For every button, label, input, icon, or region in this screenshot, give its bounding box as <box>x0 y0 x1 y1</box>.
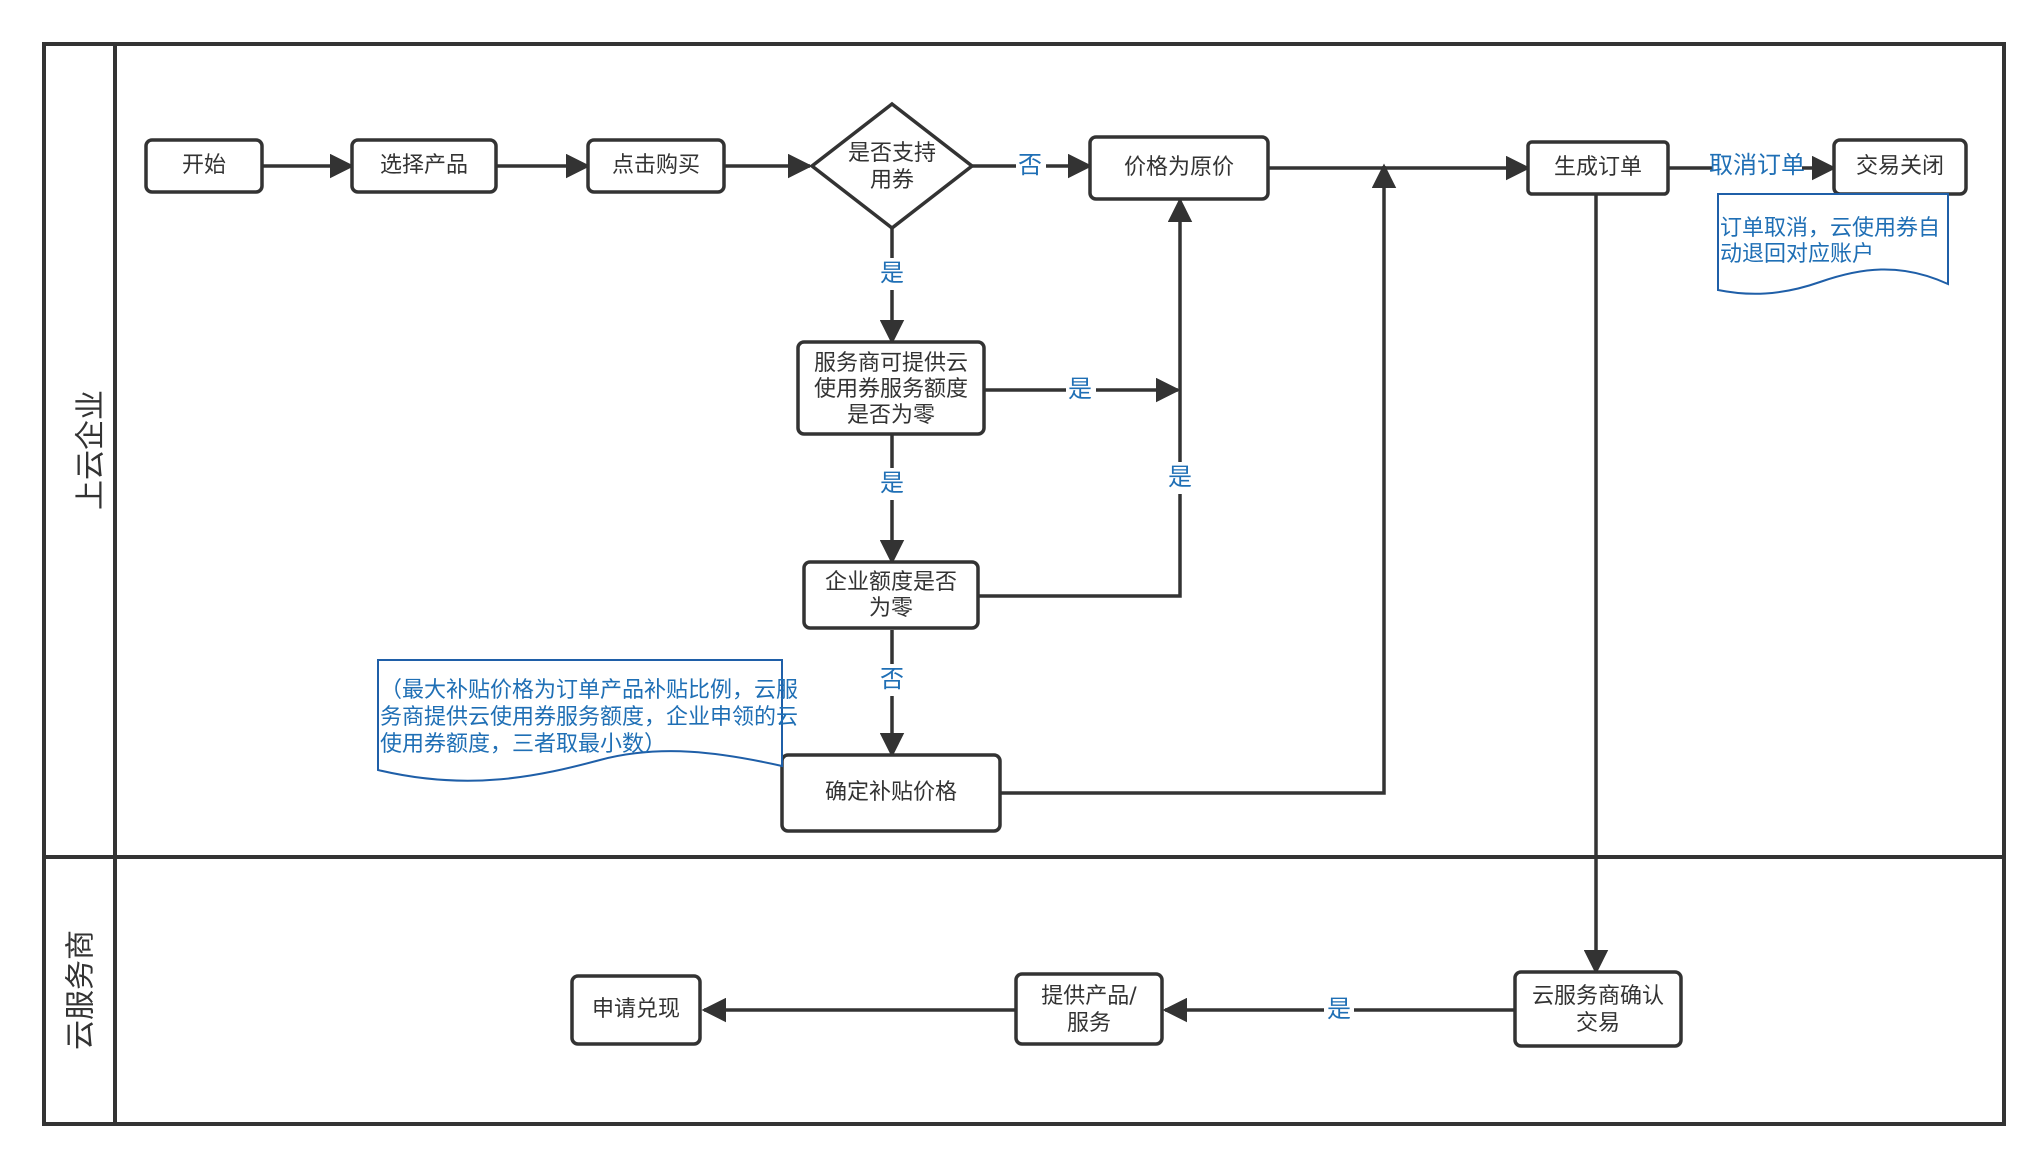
edges <box>262 153 1837 1023</box>
svg-text:交易关闭: 交易关闭 <box>1856 154 1944 179</box>
node-provider-confirm: 云服务商确认 交易 <box>1513 970 1683 1048</box>
svg-text:是否支持: 是否支持 <box>848 141 936 166</box>
label-no-subsidy: 否 <box>880 665 904 693</box>
svg-text:订单取消，云使用券自: 订单取消，云使用券自 <box>1720 216 1940 241</box>
label-no-original: 否 <box>1018 151 1042 179</box>
svg-text:务商提供云使用券服务额度，企业申领的云: 务商提供云使用券服务额度，企业申领的云 <box>380 705 798 730</box>
node-provider-quota-zero: 服务商可提供云 使用券服务额度 是否为零 <box>796 340 986 436</box>
swimlane-frame <box>42 42 2006 1126</box>
label-yes-to-price: 是 <box>1068 375 1092 403</box>
node-start: 开始 <box>144 138 264 194</box>
svg-text:企业额度是否: 企业额度是否 <box>825 570 957 595</box>
node-apply-redeem: 申请兑现 <box>570 974 702 1046</box>
svg-text:用券: 用券 <box>870 168 914 193</box>
svg-text:是否为零: 是否为零 <box>847 403 935 428</box>
note-cancel: 订单取消，云使用券自 动退回对应账户 <box>1717 193 1949 295</box>
node-close-trade: 交易关闭 <box>1832 138 1968 196</box>
svg-text:服务商可提供云: 服务商可提供云 <box>814 351 968 376</box>
node-click-buy: 点击购买 <box>586 138 726 194</box>
note-subsidy: （最大补贴价格为订单产品补贴比例，云服 务商提供云使用券服务额度，企业申领的云 … <box>377 659 798 782</box>
node-select-product: 选择产品 <box>350 138 498 194</box>
label-yes-to-enterprise: 是 <box>880 469 904 497</box>
lane-title-provider: 云服务商 <box>64 930 99 1050</box>
label-yes-provide: 是 <box>1327 995 1351 1023</box>
svg-text:云服务商确认: 云服务商确认 <box>1532 984 1664 1009</box>
svg-text:提供产品/: 提供产品/ <box>1041 984 1137 1009</box>
node-original-price: 价格为原价 <box>1088 135 1270 201</box>
svg-text:交易: 交易 <box>1576 1011 1620 1036</box>
edge-enterprise-to-price <box>978 197 1193 598</box>
node-generate-order: 生成订单 <box>1526 140 1670 196</box>
svg-text:点击购买: 点击购买 <box>612 153 700 178</box>
svg-text:为零: 为零 <box>869 596 913 621</box>
svg-text:（最大补贴价格为订单产品补贴比例，云服: （最大补贴价格为订单产品补贴比例，云服 <box>380 678 798 703</box>
label-yes-provider: 是 <box>880 259 904 287</box>
svg-text:申请兑现: 申请兑现 <box>592 997 680 1022</box>
svg-text:使用券额度，三者取最小数）: 使用券额度，三者取最小数） <box>380 732 666 757</box>
svg-text:服务: 服务 <box>1067 1011 1111 1036</box>
svg-text:开始: 开始 <box>182 153 226 178</box>
svg-text:确定补贴价格: 确定补贴价格 <box>825 780 957 805</box>
svg-text:价格为原价: 价格为原价 <box>1124 155 1234 180</box>
decision-support-coupon: 是否支持 用券 <box>809 101 975 231</box>
lane-title-enterprise: 上云企业 <box>74 390 109 510</box>
svg-text:生成订单: 生成订单 <box>1554 155 1642 180</box>
edge-subsidy-to-main <box>1000 163 1397 795</box>
svg-text:动退回对应账户: 动退回对应账户 <box>1720 242 1874 267</box>
node-determine-subsidy: 确定补贴价格 <box>780 753 1002 833</box>
node-provide-product: 提供产品/ 服务 <box>1014 972 1164 1046</box>
node-enterprise-quota-zero: 企业额度是否 为零 <box>802 560 980 630</box>
edge-labels: 否 是 是 是 是 否 取消订单 是 <box>877 150 1805 1026</box>
label-cancel-order: 取消订单 <box>1709 151 1805 179</box>
label-yes-enterprise-price: 是 <box>1168 463 1192 491</box>
svg-text:使用券服务额度: 使用券服务额度 <box>814 377 968 402</box>
svg-text:选择产品: 选择产品 <box>380 153 468 178</box>
